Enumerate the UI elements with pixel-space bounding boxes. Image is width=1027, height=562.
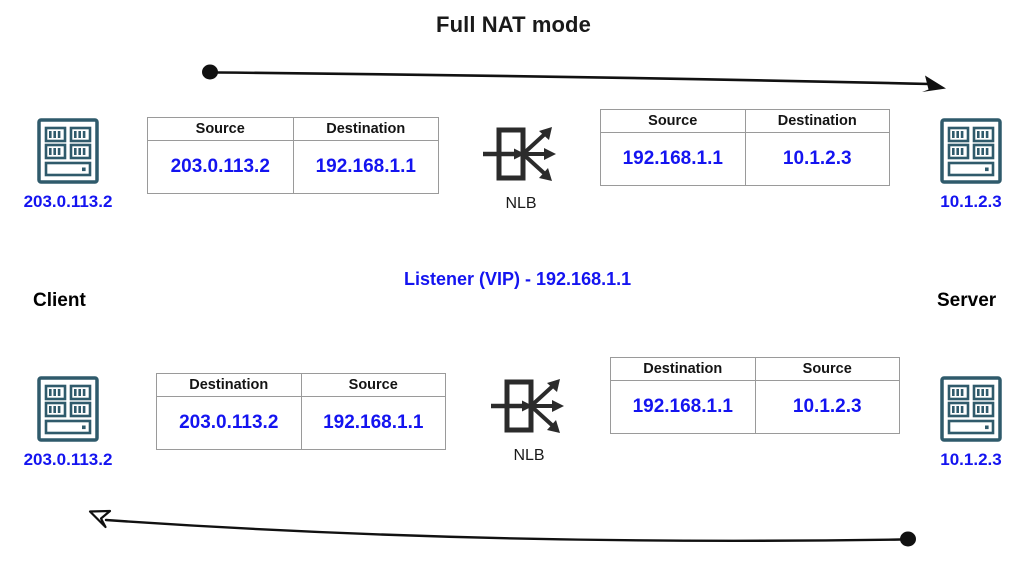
table-header-cell: Source	[754, 357, 900, 381]
table-header-row: Source Destination	[147, 117, 439, 141]
table-value-cell: 192.168.1.1	[292, 140, 439, 194]
table-header-cell: Destination	[292, 117, 439, 141]
response-arrow	[88, 509, 916, 547]
client-side-label: Client	[33, 290, 86, 311]
node-client-bottom: 203.0.113.2	[18, 374, 118, 470]
table-header-row: Destination Source	[156, 373, 446, 397]
node-ip-label: 203.0.113.2	[23, 450, 113, 469]
table-value-cell: 203.0.113.2	[156, 396, 302, 450]
nlb-icon	[483, 127, 556, 181]
table-value-cell: 192.168.1.1	[610, 380, 756, 434]
nlb-bottom: NLB	[474, 374, 584, 465]
node-client-top: 203.0.113.2	[18, 116, 118, 212]
server-icon	[940, 376, 1002, 442]
table-row: 192.168.1.1 10.1.2.3	[610, 380, 900, 434]
table-row: 203.0.113.2 192.168.1.1	[147, 140, 439, 194]
listener-vip-label: Listener (VIP) - 192.168.1.1	[404, 269, 632, 289]
server-icon	[37, 118, 99, 184]
packet-table-response-server-side: Destination Source 192.168.1.1 10.1.2.3	[610, 357, 900, 434]
table-value-cell: 10.1.2.3	[744, 132, 890, 186]
table-header-row: Source Destination	[600, 109, 890, 133]
table-row: 203.0.113.2 192.168.1.1	[156, 396, 446, 450]
table-value-cell: 203.0.113.2	[147, 140, 294, 194]
node-ip-label: 10.1.2.3	[940, 450, 1002, 469]
table-header-cell: Source	[147, 117, 294, 141]
node-ip-label: 10.1.2.3	[940, 192, 1002, 211]
nlb-label: NLB	[505, 195, 537, 212]
request-arrow	[202, 64, 946, 92]
nlb-icon	[491, 379, 564, 433]
table-header-cell: Source	[600, 109, 746, 133]
packet-table-response-client-side: Destination Source 203.0.113.2 192.168.1…	[156, 373, 446, 450]
page-title: Full NAT mode	[436, 12, 591, 37]
server-icon	[37, 376, 99, 442]
table-header-cell: Source	[300, 373, 446, 397]
table-value-cell: 10.1.2.3	[754, 380, 900, 434]
nlb-label: NLB	[513, 447, 545, 464]
table-value-cell: 192.168.1.1	[300, 396, 446, 450]
table-value-cell: 192.168.1.1	[600, 132, 746, 186]
server-icon	[940, 118, 1002, 184]
node-ip-label: 203.0.113.2	[23, 192, 113, 211]
packet-table-request-client-side: Source Destination 203.0.113.2 192.168.1…	[147, 117, 439, 194]
nlb-top: NLB	[466, 122, 576, 213]
server-side-label: Server	[937, 290, 997, 311]
table-header-cell: Destination	[744, 109, 890, 133]
table-header-row: Destination Source	[610, 357, 900, 381]
packet-table-request-server-side: Source Destination 192.168.1.1 10.1.2.3	[600, 109, 890, 186]
table-header-cell: Destination	[610, 357, 756, 381]
node-server-top: 10.1.2.3	[921, 116, 1021, 212]
table-header-cell: Destination	[156, 373, 302, 397]
node-server-bottom: 10.1.2.3	[921, 374, 1021, 470]
table-row: 192.168.1.1 10.1.2.3	[600, 132, 890, 186]
